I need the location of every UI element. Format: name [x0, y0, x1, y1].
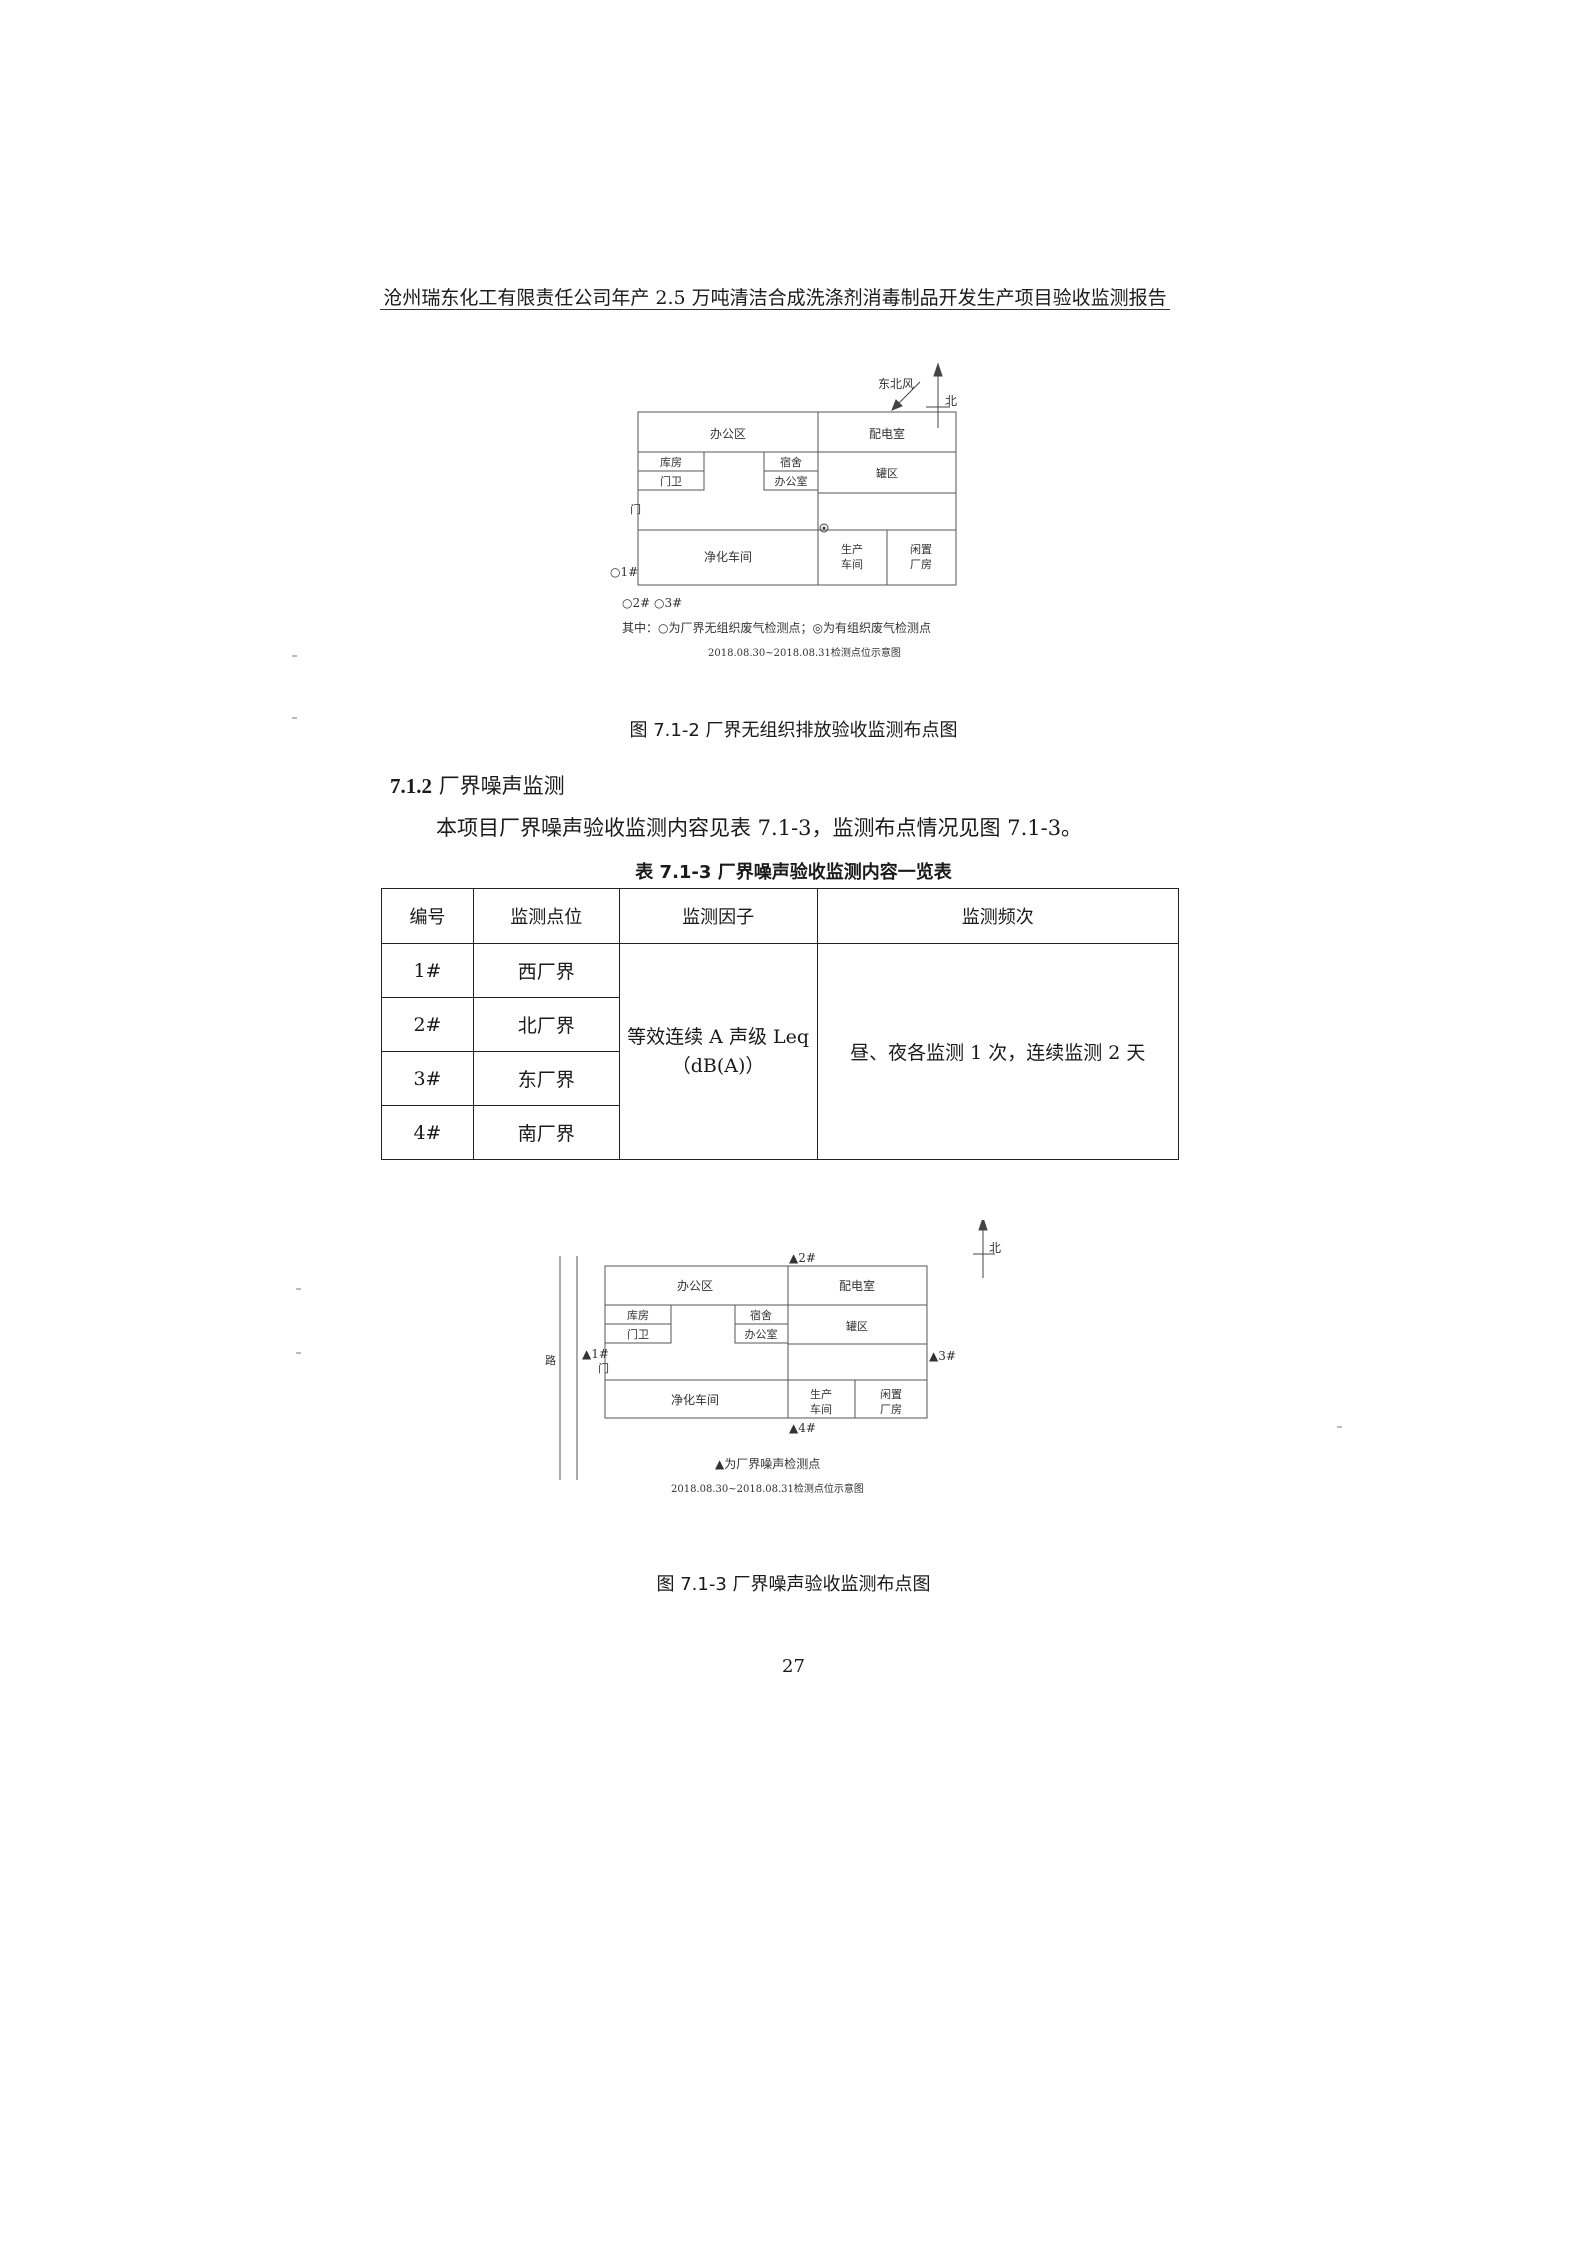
production-workshop-label-2: 车间: [841, 557, 863, 571]
production-workshop-label-1: 生产: [810, 1387, 832, 1401]
factor-line-1: 等效连续 A 声级 Leq: [627, 1026, 810, 1048]
gate-label: 门: [630, 502, 641, 516]
wind-label: 东北风: [878, 377, 914, 391]
noise-monitoring-map: 路 北 ▲2# ▲1# ▲3# ▲4# 办公区 配电室 库房 门卫 宿舍 办公室…: [545, 1220, 1001, 1495]
scan-speck: [296, 1352, 301, 1354]
north-arrow-icon: [926, 362, 950, 428]
air-date-note: 2018.08.30~2018.08.31检测点位示意图: [708, 646, 901, 659]
noise-point-4: ▲4#: [789, 1421, 816, 1435]
factor-line-2: （dB(A)）: [671, 1054, 765, 1077]
production-workshop-label-2: 车间: [810, 1402, 832, 1416]
guard-label: 门卫: [660, 474, 682, 488]
scan-speck: [292, 655, 297, 657]
row-location: 东厂界: [472, 1051, 620, 1106]
idle-plant-label-2: 厂房: [910, 558, 932, 571]
purification-workshop-label: 净化车间: [671, 1392, 719, 1407]
table-row: 1# 西厂界 等效连续 A 声级 Leq （dB(A)） 昼、夜各监测 1 次，…: [381, 943, 1179, 1160]
monitoring-point-2-3: ○2# ○3#: [622, 596, 682, 610]
dormitory-label: 宿舍: [780, 455, 802, 469]
idle-plant-label-1: 闲置: [880, 1387, 902, 1401]
scan-speck: [296, 1288, 301, 1290]
warehouse-label: 库房: [660, 456, 682, 469]
guard-label: 门卫: [627, 1327, 649, 1341]
air-legend: 其中：○为厂界无组织废气检测点；◎为有组织废气检测点: [622, 620, 931, 635]
noise-monitoring-table: 编号 监测点位 监测因子 监测频次 1# 西厂界 等效连续 A 声级 Leq （…: [381, 888, 1179, 1160]
page-number: 27: [782, 1656, 805, 1677]
office-zone-label: 办公区: [677, 1278, 713, 1293]
header-id: 编号: [381, 888, 474, 944]
wind-arrow-icon: [891, 381, 921, 411]
row-id: 1#: [381, 943, 474, 998]
header-rule: [380, 309, 1170, 310]
road-label: 路: [545, 1354, 556, 1367]
air-monitoring-map: 东北风 北 办公区 配电室 库房 门卫 宿舍 办公室 罐区 门 净化车间 生产 …: [610, 362, 957, 659]
figure-7-1-3-caption: 图 7.1-3 厂界噪声验收监测布点图: [656, 1574, 931, 1595]
page-header: 沧州瑞东化工有限责任公司年产 2.5 万吨清洁合成洗涤剂消毒制品开发生产项目验收…: [383, 287, 1167, 309]
section-title: 厂界噪声监测: [438, 774, 565, 798]
monitoring-point-1: ○1#: [610, 565, 638, 579]
row-location: 北厂界: [472, 997, 620, 1052]
section-heading: 7.1.2 厂界噪声监测: [390, 770, 565, 800]
organized-emission-point-icon: [819, 523, 829, 533]
noise-date-note: 2018.08.30~2018.08.31检测点位示意图: [671, 1482, 864, 1495]
tank-zone-label: 罐区: [846, 1320, 868, 1333]
north-arrow-icon: [973, 1220, 995, 1278]
office-room-label: 办公室: [775, 474, 808, 488]
table-7-1-3-caption: 表 7.1-3 厂界噪声验收监测内容一览表: [635, 862, 952, 883]
noise-legend: ▲为厂界噪声检测点: [715, 1456, 820, 1471]
office-room-label: 办公室: [745, 1327, 778, 1341]
header-location: 监测点位: [472, 888, 620, 944]
idle-plant-label-1: 闲置: [910, 542, 932, 556]
dormitory-label: 宿舍: [750, 1308, 772, 1322]
purification-workshop-label: 净化车间: [704, 549, 752, 564]
row-id: 3#: [381, 1051, 474, 1106]
factor-cell: 等效连续 A 声级 Leq （dB(A)）: [618, 943, 818, 1160]
header-frequency: 监测频次: [816, 888, 1179, 944]
row-location: 南厂界: [472, 1105, 620, 1160]
power-room-label: 配电室: [869, 426, 905, 441]
table-header-row: 编号 监测点位 监测因子 监测频次: [381, 888, 1179, 944]
noise-point-1: ▲1#: [582, 1347, 609, 1361]
warehouse-label: 库房: [627, 1309, 649, 1322]
scan-speck: [1337, 1426, 1342, 1428]
noise-point-2: ▲2#: [789, 1251, 816, 1265]
header-factor: 监测因子: [618, 888, 818, 944]
table-row: 2# 北厂界: [381, 997, 1179, 1052]
row-id: 2#: [381, 997, 474, 1052]
body-paragraph: 本项目厂界噪声验收监测内容见表 7.1-3，监测布点情况见图 7.1-3。: [436, 816, 1083, 840]
scan-speck: [292, 717, 297, 719]
power-room-label: 配电室: [839, 1278, 875, 1293]
gate-label: 门: [598, 1361, 609, 1375]
section-number: 7.1.2: [390, 774, 432, 798]
idle-plant-label-2: 厂房: [880, 1403, 902, 1416]
table-row: 4# 南厂界: [381, 1105, 1179, 1160]
tank-zone-label: 罐区: [876, 467, 898, 480]
figure-7-1-2-caption: 图 7.1-2 厂界无组织排放验收监测布点图: [629, 720, 958, 741]
production-workshop-label-1: 生产: [841, 542, 863, 556]
row-id: 4#: [381, 1105, 474, 1160]
row-location: 西厂界: [472, 943, 620, 998]
office-zone-label: 办公区: [710, 426, 746, 441]
frequency-cell: 昼、夜各监测 1 次，连续监测 2 天: [816, 943, 1179, 1160]
noise-point-3: ▲3#: [929, 1349, 956, 1363]
table-row: 3# 东厂界: [381, 1051, 1179, 1106]
north-label: 北: [989, 1241, 1001, 1255]
north-label: 北: [945, 394, 957, 408]
